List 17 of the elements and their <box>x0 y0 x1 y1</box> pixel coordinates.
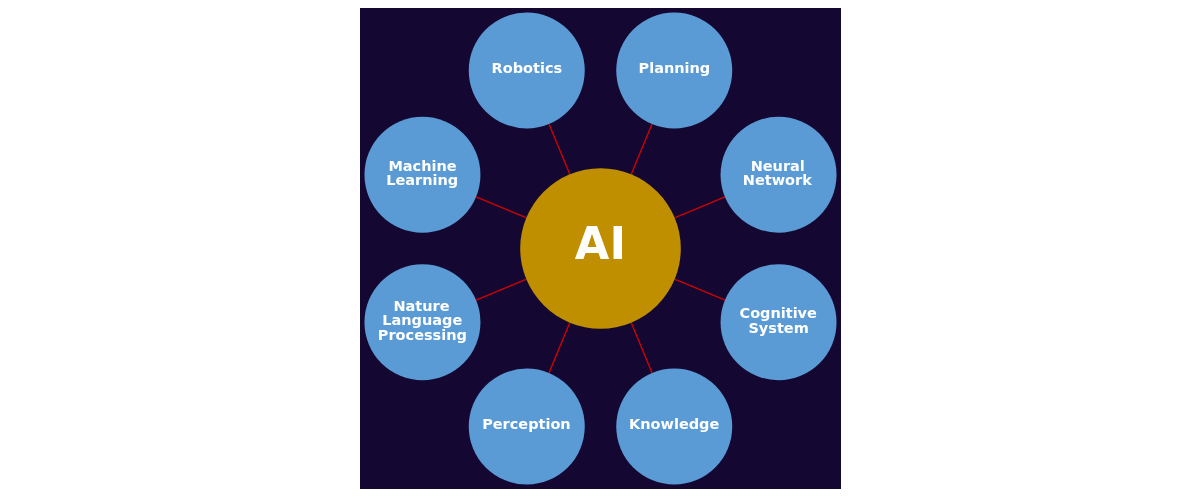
connector <box>547 322 570 374</box>
node-circle: Neural Network <box>720 116 837 233</box>
connector <box>630 123 653 175</box>
connector <box>673 196 726 219</box>
connector <box>474 196 527 219</box>
node-circle: Machine Learning <box>363 116 480 233</box>
node-circle: Perception <box>468 368 585 485</box>
connector <box>673 278 726 301</box>
connector <box>630 322 653 374</box>
node-circle: Knowledge <box>615 368 732 485</box>
node-circle: Nature Language Processing <box>363 264 480 381</box>
connector <box>474 278 527 301</box>
node-circle: Cognitive System <box>720 264 837 381</box>
node-circle: Planning <box>615 12 732 129</box>
node-circle: AI <box>519 168 681 329</box>
connector <box>547 123 570 175</box>
node-circle: Robotics <box>468 12 585 129</box>
